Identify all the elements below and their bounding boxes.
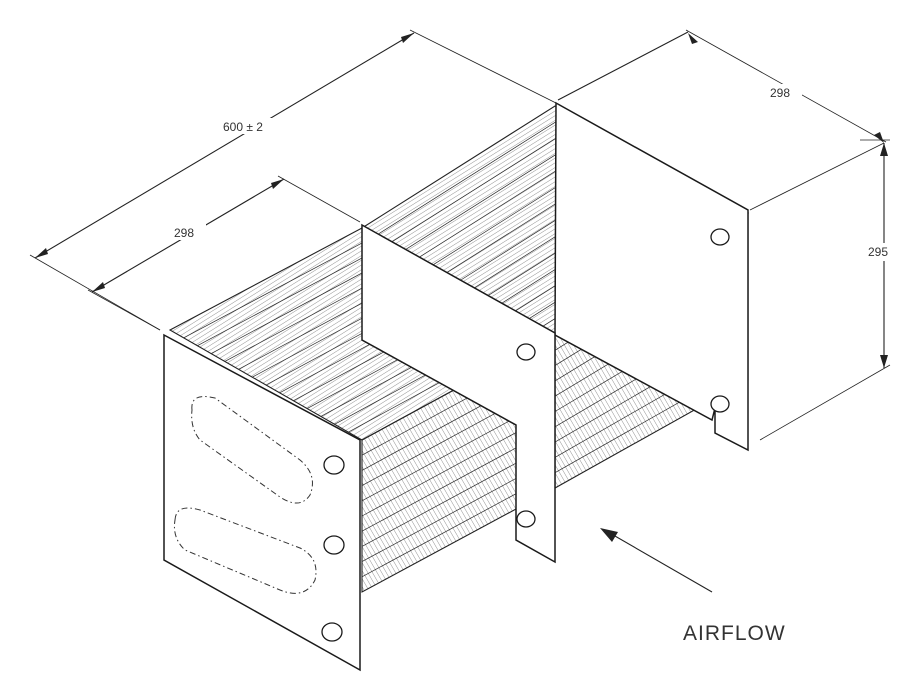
- plate-slot-outlines: [174, 396, 317, 594]
- hole-icon: [321, 622, 343, 642]
- end-plate-right: [554, 101, 749, 452]
- dim-height: 295: [868, 245, 888, 259]
- hole-icon: [323, 455, 345, 475]
- mounting-holes: [321, 228, 730, 642]
- hole-icon: [516, 510, 536, 528]
- arrow-icon: [600, 528, 618, 542]
- fin-layer-line: [389, 120, 583, 244]
- dim-depth: 298: [770, 86, 790, 100]
- fin-layer-line: [183, 235, 376, 339]
- hole-icon: [710, 395, 730, 413]
- hole-icon: [516, 343, 536, 361]
- dim-module-length: 298: [174, 226, 194, 240]
- airflow-indicator: AIRFLOW: [600, 528, 786, 645]
- dimension-lines: [29, 29, 891, 441]
- airflow-label: AIRFLOW: [683, 622, 786, 645]
- hole-icon: [710, 228, 730, 246]
- middle-plate: [361, 223, 556, 564]
- hole-icon: [323, 535, 345, 555]
- fin-layer-line: [197, 242, 390, 347]
- fin-layer-line: [375, 113, 569, 236]
- dim-overall-length: 600 ± 2: [223, 120, 263, 134]
